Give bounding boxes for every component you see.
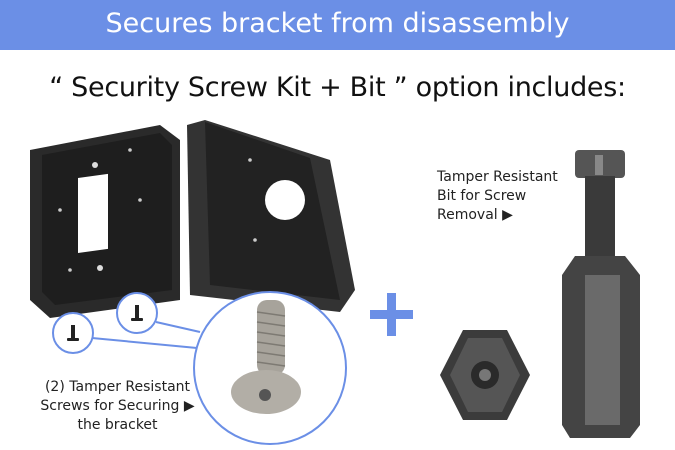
- header-title: Secures bracket from disassembly: [0, 0, 675, 50]
- small-screw-icons: [67, 305, 143, 341]
- bit-label-line: Tamper Resistant: [437, 169, 558, 185]
- screw-label-line: the bracket: [77, 417, 158, 433]
- bit-label: Tamper Resistant Bit for Screw Removal ▶: [437, 168, 558, 225]
- bit-label-line: Bit for Screw: [437, 188, 527, 204]
- tamper-resistant-bit-image: [562, 150, 640, 438]
- bit-label-line: Removal ▶: [437, 207, 513, 223]
- subtitle: “ Security Screw Kit + Bit ” option incl…: [49, 72, 626, 103]
- bit-end-view-image: [440, 330, 530, 420]
- screw-label-line: Screws for Securing ▶: [40, 398, 195, 414]
- security-screw-image: [231, 300, 301, 414]
- bracket-angled-image: [187, 120, 355, 312]
- plus-icon: [370, 293, 413, 336]
- screw-label: (2) Tamper Resistant Screws for Securing…: [30, 378, 205, 435]
- screw-label-line: (2) Tamper Resistant: [44, 379, 191, 395]
- bracket-front-image: [30, 125, 180, 318]
